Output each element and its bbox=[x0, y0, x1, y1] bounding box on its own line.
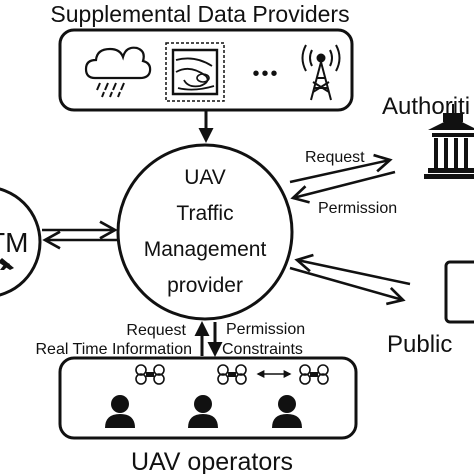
radio-tower-icon bbox=[301, 44, 341, 101]
left-node-label: TM bbox=[0, 227, 28, 258]
authorities-request-label: Request bbox=[305, 149, 365, 166]
drone-icon bbox=[135, 364, 165, 385]
operators-constraints-label: Constraints bbox=[222, 341, 303, 358]
center-line-3: Management bbox=[144, 238, 267, 261]
operators-box bbox=[58, 356, 358, 440]
operator-person-icon bbox=[188, 395, 218, 428]
government-building-icon bbox=[424, 104, 474, 179]
public-label: Public bbox=[387, 331, 452, 358]
more-providers-ellipsis: ••• bbox=[252, 63, 279, 85]
suppliers-box bbox=[58, 28, 354, 112]
center-to-authorities-arrow bbox=[289, 153, 393, 184]
tablet-device-icon bbox=[444, 260, 474, 324]
aircraft-icon bbox=[0, 258, 14, 270]
weather-cloud-icon bbox=[84, 46, 152, 98]
left-node-circle bbox=[0, 187, 42, 297]
operator-person-icon bbox=[105, 395, 135, 428]
authorities-permission-label: Permission bbox=[318, 200, 397, 217]
operators-permission-label: Permission bbox=[226, 321, 305, 338]
center-to-public-arrow bbox=[289, 266, 406, 306]
suppliers-title: Supplemental Data Providers bbox=[50, 1, 349, 27]
center-line-2: Traffic bbox=[176, 202, 233, 225]
operators-title: UAV operators bbox=[131, 448, 293, 474]
drone-icon bbox=[217, 364, 247, 385]
operators-realtime-label: Real Time Information bbox=[35, 341, 192, 358]
center-line-1: UAV bbox=[184, 166, 226, 189]
operator-person-icon bbox=[272, 395, 302, 428]
drone-icon bbox=[299, 364, 329, 385]
center-circle bbox=[116, 143, 294, 321]
public-to-center-arrow bbox=[294, 253, 411, 286]
center-line-4: provider bbox=[167, 274, 243, 297]
operators-request-label: Request bbox=[126, 322, 186, 339]
authorities-to-center-arrow bbox=[290, 170, 396, 204]
topographic-map-icon bbox=[165, 42, 225, 102]
